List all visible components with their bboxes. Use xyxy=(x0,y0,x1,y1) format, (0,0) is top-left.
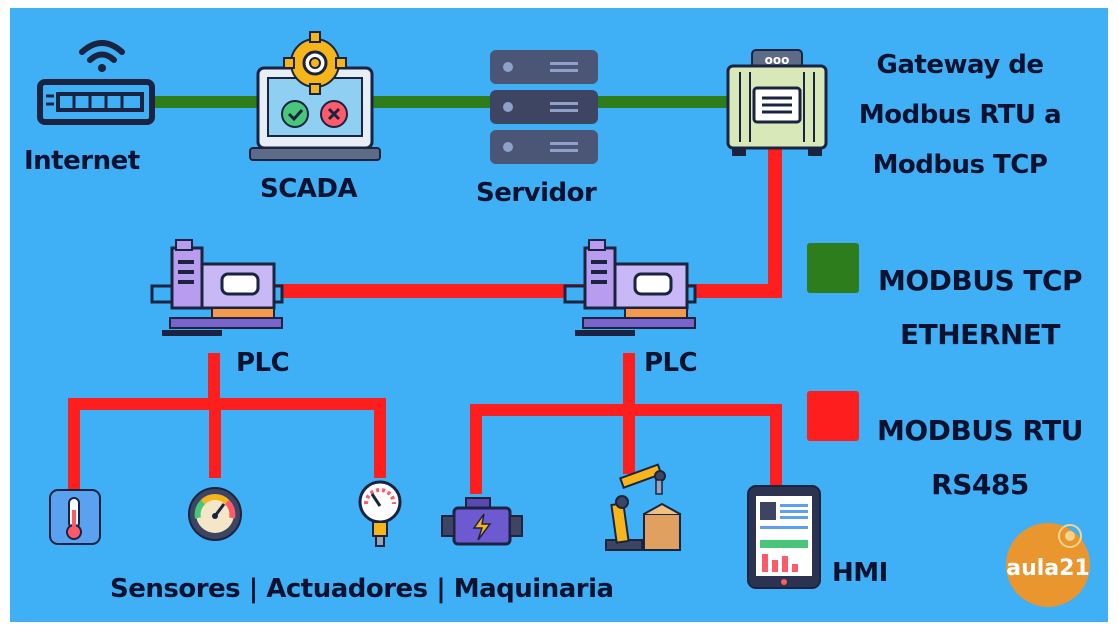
hmi-tablet-icon xyxy=(747,485,821,589)
rs485-drop-thermo xyxy=(68,398,80,493)
gauge-icon xyxy=(188,487,242,541)
legend-rs485-line1: MODBUS RTU xyxy=(876,414,1084,447)
diagram-canvas: ooo xyxy=(10,8,1108,622)
gateway-line-1: Gateway de xyxy=(876,50,1044,80)
rs485-plc-to-plc xyxy=(265,284,585,298)
pressure-gauge-icon xyxy=(358,480,402,547)
thermometer-icon xyxy=(49,489,101,545)
label-gateway: Gateway de Modbus RTU a Modbus TCP xyxy=(840,40,1080,190)
gateway-icon: ooo xyxy=(726,49,828,156)
legend-ethernet-line2: ETHERNET xyxy=(899,318,1061,351)
gateway-line-2: Modbus RTU a xyxy=(858,100,1062,130)
rs485-gateway-to-plc xyxy=(680,284,782,298)
aula21-logo: aula21 xyxy=(1006,523,1090,607)
legend-ethernet-text: MODBUS TCP ETHERNET xyxy=(862,254,1098,362)
rs485-drop-pressure xyxy=(374,398,386,478)
label-hmi: HMI xyxy=(832,558,888,588)
rs485-right-plc-down xyxy=(623,353,635,408)
rs485-drop-motor xyxy=(470,404,482,494)
label-internet: Internet xyxy=(24,146,140,176)
legend-rs485-line2: RS485 xyxy=(931,468,1029,501)
legend-ethernet-line1: MODBUS TCP xyxy=(877,264,1083,297)
rs485-drop-hmi xyxy=(770,404,782,489)
plc-icon xyxy=(150,239,284,336)
gateway-line-3: Modbus TCP xyxy=(872,150,1048,180)
plc-icon xyxy=(563,239,697,336)
label-servidor: Servidor xyxy=(476,178,597,208)
rs485-left-plc-down xyxy=(208,353,220,403)
rs485-drop-robot xyxy=(623,404,635,474)
robot-arm-icon xyxy=(605,463,681,551)
legend-swatch-rs485 xyxy=(807,391,859,441)
scada-laptop-icon xyxy=(249,31,381,161)
label-plc-right: PLC xyxy=(644,348,698,378)
label-scada: SCADA xyxy=(260,174,358,204)
logo-text: aula21 xyxy=(1006,556,1090,581)
router-icon xyxy=(37,40,155,125)
server-icon xyxy=(490,50,598,164)
motor-icon xyxy=(441,497,523,546)
legend-swatch-ethernet xyxy=(807,243,859,293)
network-diagram: ooo xyxy=(37,31,1090,607)
ethernet-line xyxy=(140,96,740,108)
label-plc-left: PLC xyxy=(236,348,290,378)
svg-text:ooo: ooo xyxy=(765,53,790,67)
label-bottom: Sensores | Actuadores | Maquinaria xyxy=(110,574,614,604)
rs485-links xyxy=(68,148,782,494)
rs485-left-bus xyxy=(68,398,386,410)
rs485-drop-gauge xyxy=(209,398,221,478)
ethernet-links xyxy=(140,96,740,108)
rs485-gateway-down xyxy=(768,148,782,298)
legend-rs485-text: MODBUS RTU RS485 xyxy=(862,404,1098,512)
